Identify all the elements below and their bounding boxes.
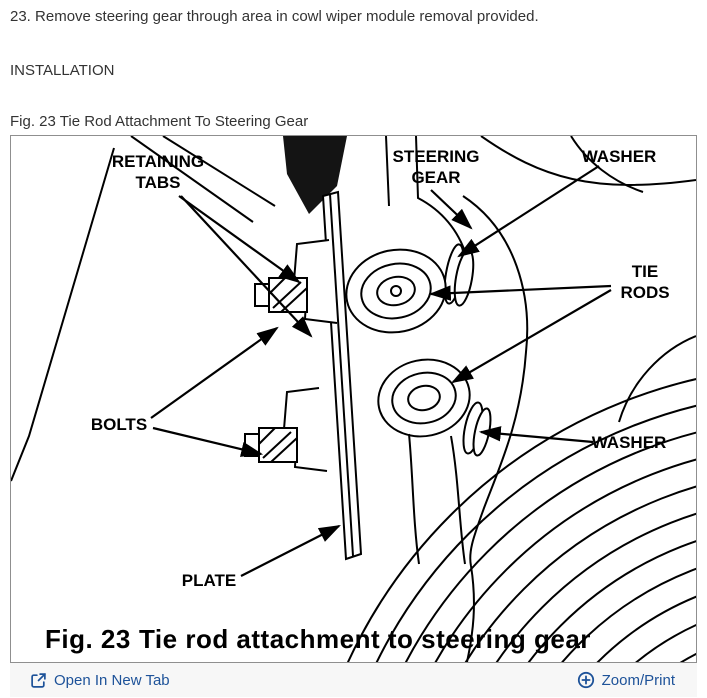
figure-panel: RETAINING TABS STEERING GEAR WASHER TIE … (10, 135, 697, 663)
figure-title: Fig. 23 Tie Rod Attachment To Steering G… (10, 113, 309, 130)
figure-caption-text: Tie rod attachment to steering gear (139, 624, 591, 654)
zoom-print-link[interactable]: Zoom/Print (577, 671, 675, 689)
tie-rod-end-lower (377, 358, 471, 438)
tie-rod-shaft (408, 433, 475, 662)
manual-page: 23. Remove steering gear through area in… (0, 8, 707, 698)
zoom-print-icon (577, 671, 594, 689)
label-retaining-tabs-line1: RETAINING (112, 152, 204, 171)
bolt-lower (244, 427, 298, 463)
label-plate: PLATE (182, 571, 236, 590)
callout-arrows (150, 165, 612, 577)
label-washer-bottom: WASHER (592, 433, 667, 452)
cowl-outline (11, 136, 276, 482)
fender-curves (480, 136, 696, 423)
boot-arcs (347, 378, 696, 662)
open-in-new-tab-icon (31, 672, 46, 688)
open-in-new-tab-link[interactable]: Open In New Tab (30, 672, 170, 689)
step-text: 23. Remove steering gear through area in… (10, 8, 539, 25)
label-washer-top: WASHER (582, 147, 657, 166)
zoom-print-label: Zoom/Print (601, 671, 675, 689)
section-heading: INSTALLATION (10, 62, 115, 79)
label-steering-gear-line1: STEERING (393, 147, 480, 166)
label-retaining-tabs-line2: TABS (135, 173, 180, 192)
figure-caption-number: Fig. 23 (45, 624, 131, 654)
label-steering-gear-line2: GEAR (411, 168, 460, 187)
label-tie-rods-line1: TIE (632, 262, 658, 281)
figure-toolbar: Open In New Tab Zoom/Print (10, 663, 697, 697)
washer-upper-part (443, 243, 475, 307)
tie-rod-diagram: RETAINING TABS STEERING GEAR WASHER TIE … (11, 136, 696, 662)
label-bolts: BOLTS (91, 415, 147, 434)
label-tie-rods-line2: RODS (620, 283, 669, 302)
tie-rod-end-upper (345, 248, 447, 334)
shaded-area (283, 136, 347, 214)
open-in-new-tab-label: Open In New Tab (54, 671, 170, 689)
